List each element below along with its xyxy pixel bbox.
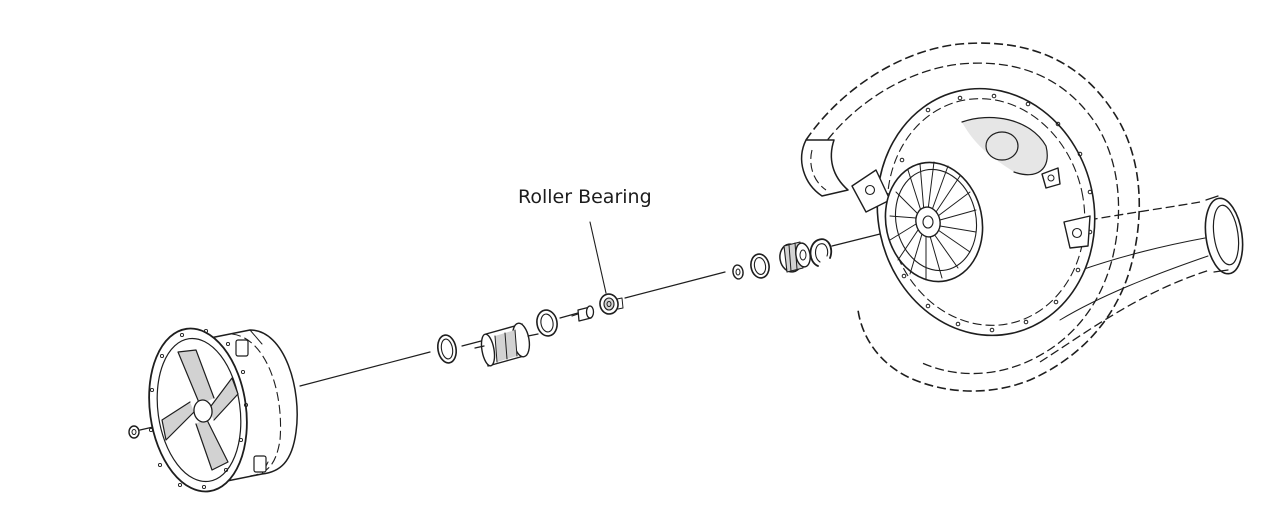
flange-bolt-holes	[148, 328, 249, 490]
compressor-inlet-assembly	[148, 327, 298, 493]
thrust-collar	[474, 322, 539, 367]
roller-bearing-part	[599, 293, 624, 315]
roller-bearing-callout: Roller Bearing	[518, 186, 652, 294]
seal-ring-1	[536, 309, 558, 337]
snap-ring-2	[809, 238, 833, 267]
inducer-vanes	[161, 349, 239, 471]
turbine-wheel	[884, 161, 984, 283]
mounting-lugs	[851, 167, 1091, 249]
seal-ring-2	[750, 253, 770, 279]
bearing-washer	[732, 264, 744, 280]
turbine-housing	[800, 42, 1244, 392]
outlet-pipe	[999, 195, 1244, 363]
shaft-nut	[128, 425, 140, 439]
spacer	[571, 305, 595, 322]
turbine-blades	[889, 161, 977, 281]
ball-bearing	[779, 241, 811, 273]
snap-ring-1	[437, 334, 457, 364]
roller-bearing-leader-line	[589, 221, 607, 294]
roller-bearing-label: Roller Bearing	[518, 186, 652, 208]
